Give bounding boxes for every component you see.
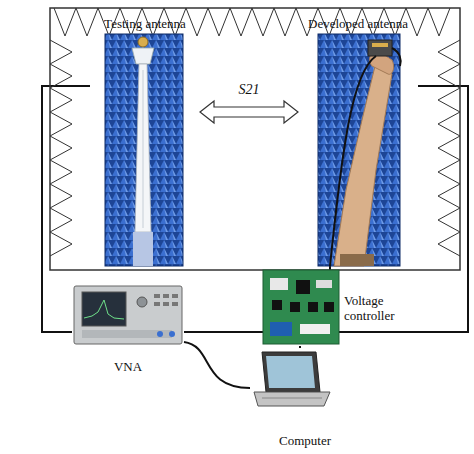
chip (290, 302, 300, 312)
node-label: Computer (279, 433, 331, 448)
developed-antenna-photo (318, 34, 401, 266)
laptop-base (254, 392, 330, 406)
testing-antenna-photo (105, 34, 183, 266)
node-label: Developed antenna (308, 16, 408, 31)
keyboard (262, 398, 322, 399)
cable (329, 266, 331, 270)
stand (340, 254, 374, 266)
controller-box: Voltage controller (262, 270, 404, 346)
controller-board (263, 270, 339, 344)
chip (296, 280, 310, 294)
photo-frame (318, 34, 400, 266)
antenna-photo-box: Testing antenna (90, 16, 200, 266)
photo-frame (105, 34, 183, 266)
button (163, 294, 169, 298)
button (154, 294, 160, 298)
chip (272, 300, 282, 310)
cable (42, 86, 90, 332)
connector (270, 278, 288, 290)
mast-base (133, 232, 153, 266)
node-label: Testing antenna (104, 16, 186, 31)
trace (84, 300, 124, 319)
bias-cable (330, 56, 376, 266)
forearm-phantom (334, 62, 392, 266)
knob (137, 297, 147, 307)
laptop-screen (266, 356, 315, 388)
button (172, 302, 178, 306)
laptop (254, 352, 330, 406)
antenna-patch (372, 43, 388, 47)
antenna-feed (138, 37, 148, 47)
cable (299, 346, 301, 348)
absorber-teeth (54, 8, 450, 36)
antenna-photo-box: Developed antenna (298, 16, 418, 266)
mast-line (143, 70, 144, 228)
button (172, 294, 178, 298)
antenna-mast (135, 64, 151, 232)
vna-body (74, 286, 182, 344)
cable (184, 86, 468, 332)
edge-label: S21 (239, 82, 260, 98)
anechoic-chamber (50, 8, 460, 270)
node-label: VNA (114, 359, 142, 374)
computer-box: Computer (250, 348, 360, 448)
wearable-antenna (368, 40, 392, 56)
chip (308, 302, 318, 312)
hand (370, 52, 394, 75)
horn-antenna (132, 48, 154, 64)
header (316, 280, 332, 288)
front-strip (82, 330, 172, 338)
port (157, 331, 163, 337)
absorber-background (318, 34, 400, 266)
laptop-lid (262, 352, 320, 392)
absorber-background (105, 34, 183, 266)
pcb (263, 270, 339, 344)
chamber-wall (50, 8, 460, 270)
button (163, 302, 169, 306)
vna-instrument (74, 286, 182, 344)
chip (324, 302, 334, 312)
vna-screen (82, 292, 126, 326)
terminal-block (270, 322, 292, 336)
button (154, 302, 160, 306)
node-label: Voltage controller (344, 293, 404, 323)
header (300, 324, 330, 334)
rf-cable (392, 48, 401, 66)
absorber-teeth (438, 40, 460, 256)
instrument-box: VNA (72, 282, 184, 374)
cable (184, 342, 250, 388)
absorber-teeth (50, 40, 72, 256)
signal-arrow (200, 101, 298, 123)
port (169, 331, 175, 337)
